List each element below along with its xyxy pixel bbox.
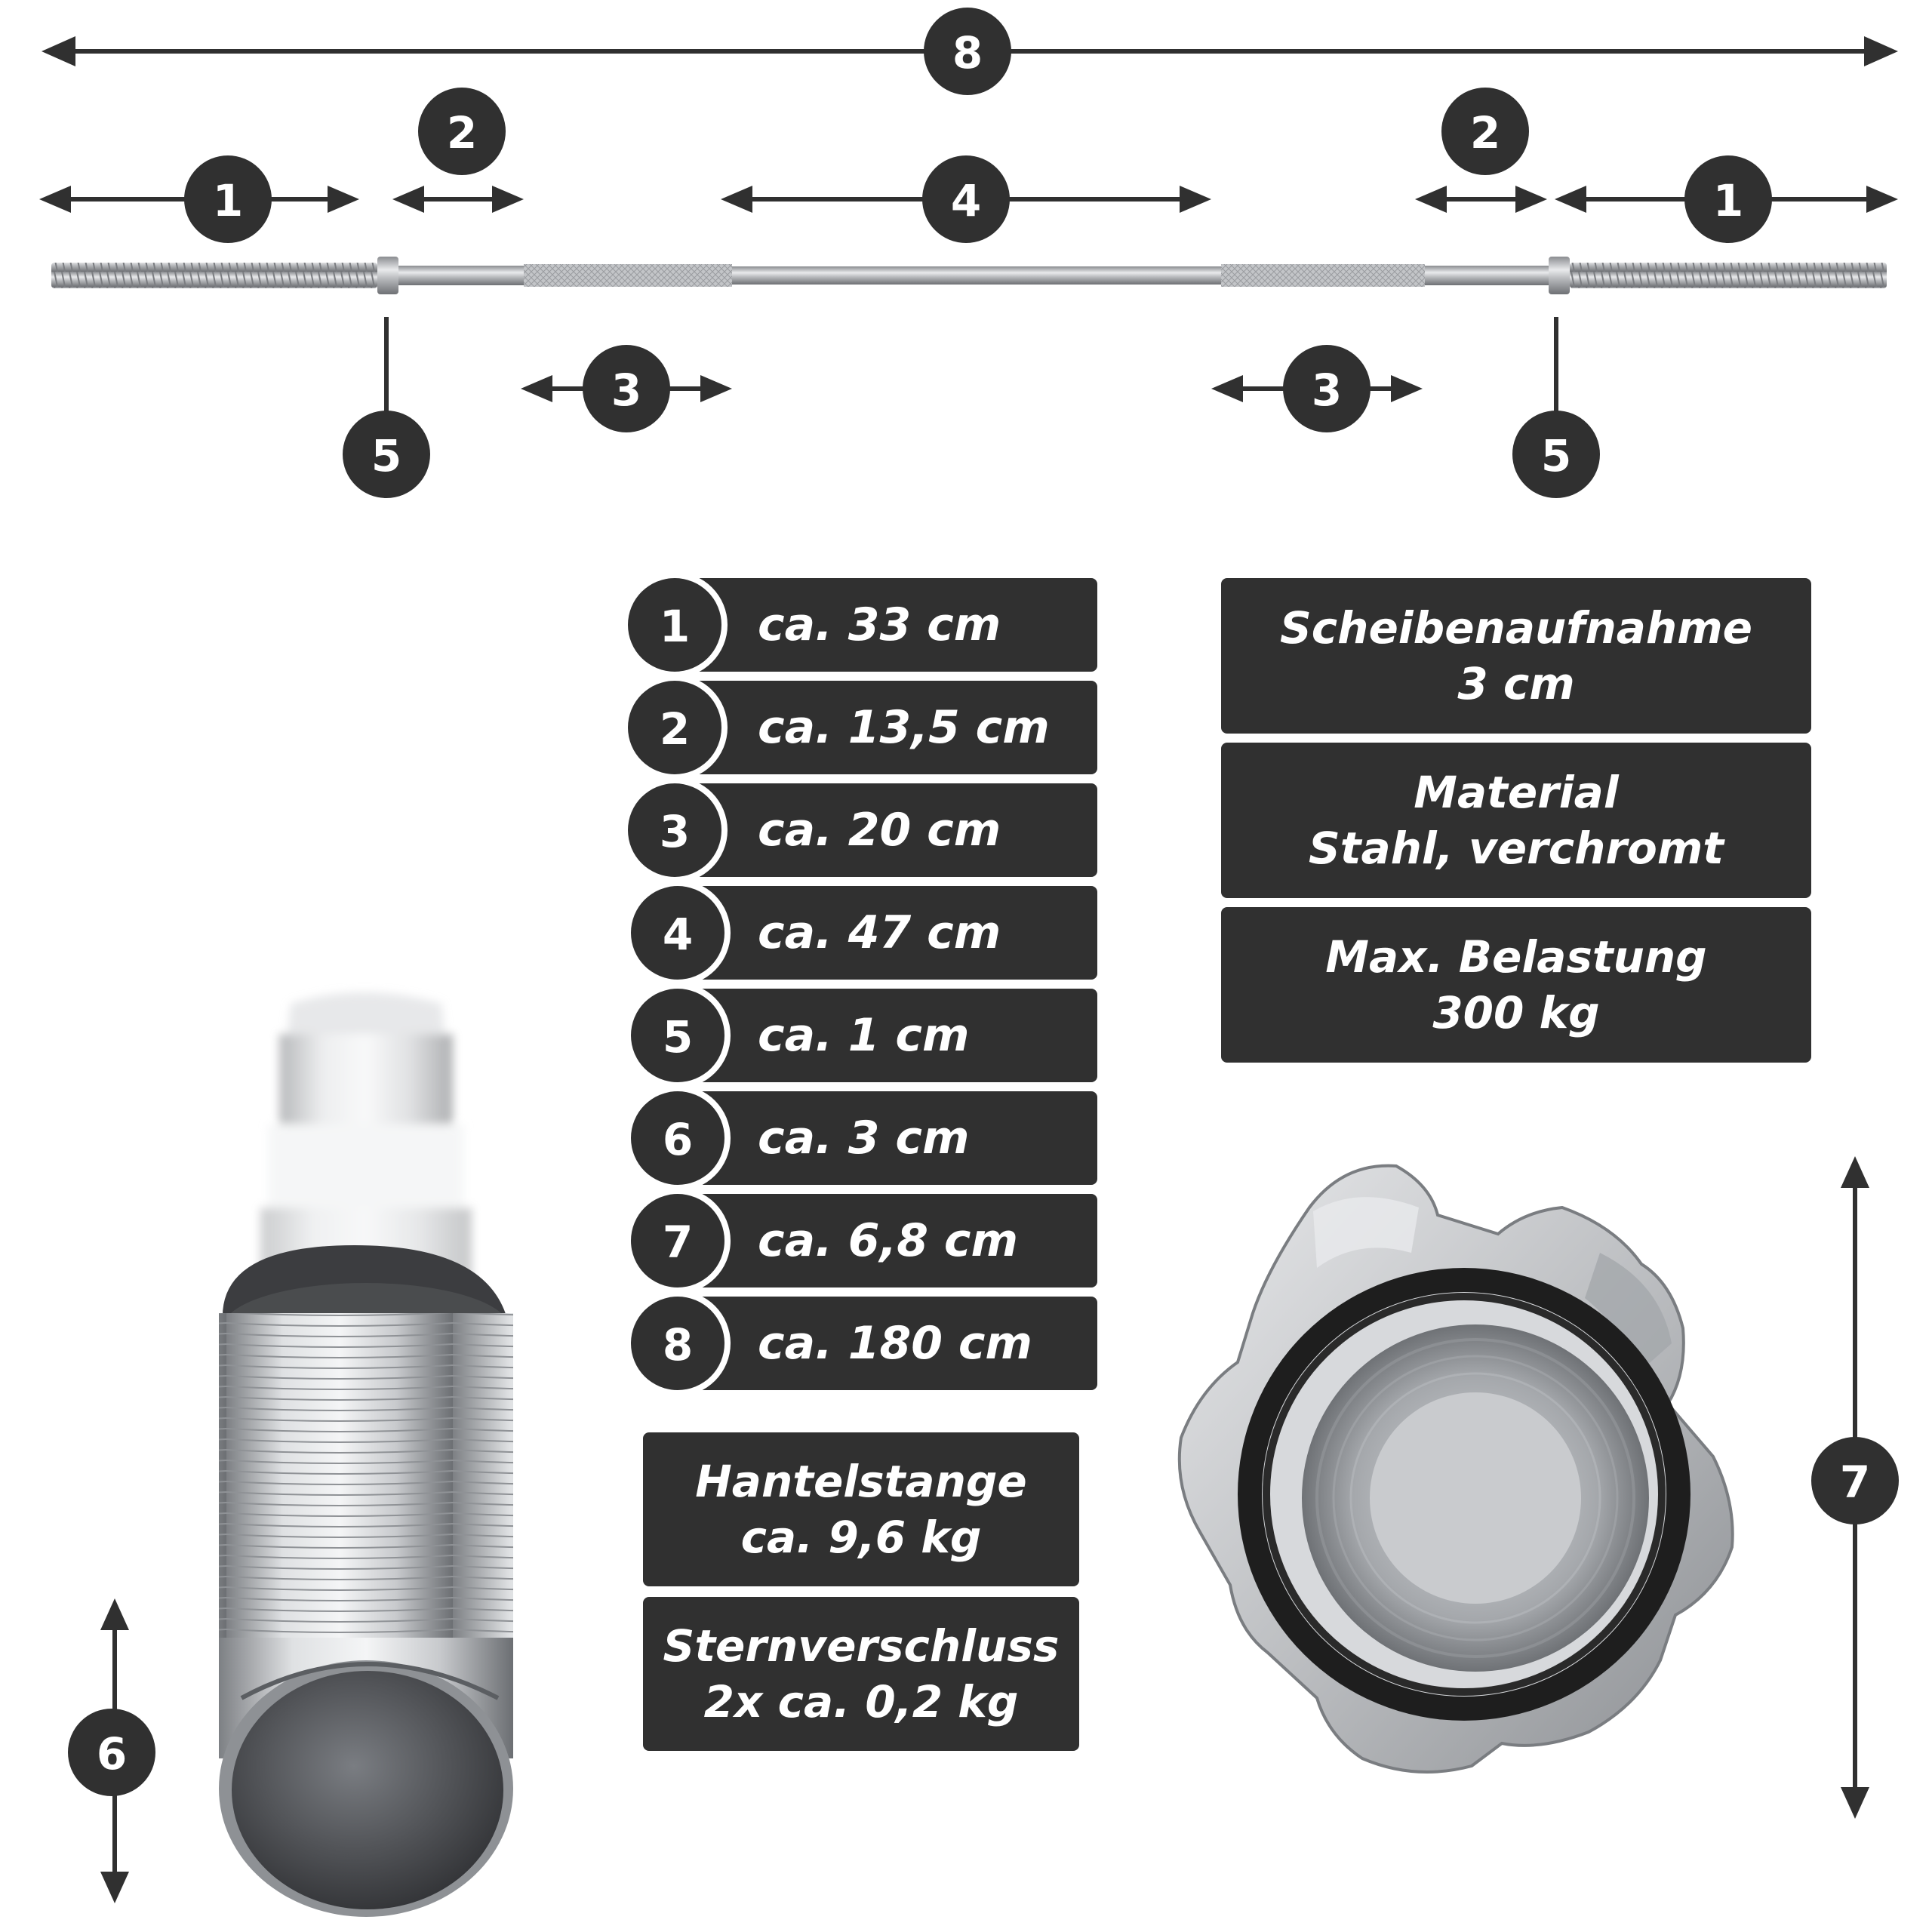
marker-3-left: 3 [583, 345, 670, 432]
marker-1-left: 1 [184, 155, 272, 243]
spec-max-load-title: Max. Belastung [1325, 931, 1707, 983]
marker-6: 6 [68, 1709, 155, 1796]
spec-max-load-value: 300 kg [1432, 987, 1600, 1038]
spec-collar-weight-value: 2x ca. 0,2 kg [703, 1676, 1019, 1727]
marker-3-right: 3 [1283, 345, 1371, 432]
marker-6-label: 6 [97, 1728, 127, 1780]
legend-row: ca. 20 cm [660, 783, 1097, 877]
arrow-head [42, 36, 75, 66]
legend-row-value: ca. 13,5 cm [758, 700, 1050, 754]
bar-end-thread [219, 1313, 513, 1638]
arrow-head [100, 1872, 129, 1903]
marker-4-label: 4 [951, 175, 981, 226]
arrow-head [1180, 186, 1211, 213]
marker-2-right: 2 [1441, 88, 1529, 175]
legend-row: ca. 13,5 cm [660, 681, 1097, 774]
bar-end-closeup [219, 992, 513, 1917]
arrow-head [1211, 375, 1243, 402]
arrow-head [1866, 186, 1898, 213]
spec-plate-fit-title: Scheibenaufnahme [1280, 601, 1752, 654]
marker-5-right-label: 5 [1541, 430, 1571, 481]
star-collar-photo [1177, 1164, 1734, 1774]
spec-material-title: Material [1414, 766, 1619, 818]
marker-2-left: 2 [418, 88, 506, 175]
marker-7: 7 [1811, 1437, 1899, 1524]
arrow-head [700, 375, 732, 402]
marker-5-left: 5 [343, 411, 430, 498]
legend-row-value: ca. 180 cm [758, 1316, 1032, 1370]
arrow-head [492, 186, 524, 213]
arrow-head [1841, 1787, 1869, 1819]
marker-4: 4 [922, 155, 1010, 243]
legend-row-value: ca. 47 cm [758, 906, 1001, 959]
marker-2-right-label: 2 [1470, 107, 1500, 158]
arrow-head [721, 186, 752, 213]
barbell-knurl-right [1221, 264, 1425, 287]
barbell-knurl-left [524, 264, 732, 287]
arrow-head [521, 375, 552, 402]
spec-collar-weight: Sternverschluss 2x ca. 0,2 kg [643, 1597, 1079, 1751]
marker-1-left-label: 1 [213, 175, 243, 226]
arrow-head [1415, 186, 1447, 213]
arrow-head [1841, 1156, 1869, 1188]
barbell-sleeve-right [1425, 266, 1549, 285]
spec-material-value: Stahl, verchromt [1308, 823, 1724, 874]
arrow-head [392, 186, 424, 213]
arrow-head [100, 1598, 129, 1630]
barbell-illustration [51, 257, 1887, 294]
barbell-thread-right [1570, 263, 1887, 288]
legend-row: ca. 1 cm [660, 989, 1097, 1082]
arrow-head [39, 186, 71, 213]
marker-1-right-label: 1 [1713, 175, 1743, 226]
legend-row: ca. 3 cm [660, 1091, 1097, 1185]
spec-bar-weight: Hantelstange ca. 9,6 kg [643, 1432, 1079, 1586]
spec-collar-weight-title: Sternverschluss [663, 1620, 1060, 1672]
dimension-arrows [39, 36, 1898, 1903]
marker-8-label: 8 [952, 27, 983, 78]
spec-bar-weight-value: ca. 9,6 kg [740, 1512, 982, 1563]
spec-max-load: Max. Belastung 300 kg [1221, 907, 1811, 1063]
barbell-thread-left [51, 263, 377, 288]
legend-row-value: ca. 3 cm [758, 1111, 970, 1164]
marker-3-left-label: 3 [611, 365, 641, 416]
spec-plate-fit-value: 3 cm [1457, 658, 1575, 709]
barbell-center [732, 266, 1221, 285]
barbell-collar-right [1549, 257, 1570, 294]
arrow-head [1555, 186, 1586, 213]
marker-2-left-label: 2 [447, 107, 477, 158]
marker-3-right-label: 3 [1312, 365, 1342, 416]
spec-plate-fit: Scheibenaufnahme 3 cm [1221, 578, 1811, 734]
arrow-head [1515, 186, 1547, 213]
marker-1-right: 1 [1684, 155, 1772, 243]
marker-5-left-label: 5 [371, 430, 401, 481]
legend-row: ca. 47 cm [660, 886, 1097, 980]
legend-row-value: ca. 1 cm [758, 1008, 970, 1062]
arrow-head [1864, 36, 1898, 66]
marker-7-label: 7 [1840, 1457, 1870, 1508]
marker-8: 8 [924, 8, 1011, 95]
legend-row-value: ca. 33 cm [758, 598, 1001, 651]
legend-row-value: ca. 20 cm [758, 803, 1001, 857]
spec-material: Material Stahl, verchromt [1221, 743, 1811, 898]
spec-bar-weight-title: Hantelstange [695, 1455, 1027, 1507]
barbell-sleeve-left [398, 266, 524, 285]
arrow-head [1391, 375, 1423, 402]
legend-row: ca. 180 cm [660, 1297, 1097, 1390]
legend-row-value: ca. 6,8 cm [758, 1214, 1018, 1267]
barbell-collar-left [377, 257, 398, 294]
arrow-head [328, 186, 359, 213]
legend-row: ca. 6,8 cm [660, 1194, 1097, 1287]
marker-5-right: 5 [1512, 411, 1600, 498]
legend-row: ca. 33 cm [660, 578, 1097, 672]
